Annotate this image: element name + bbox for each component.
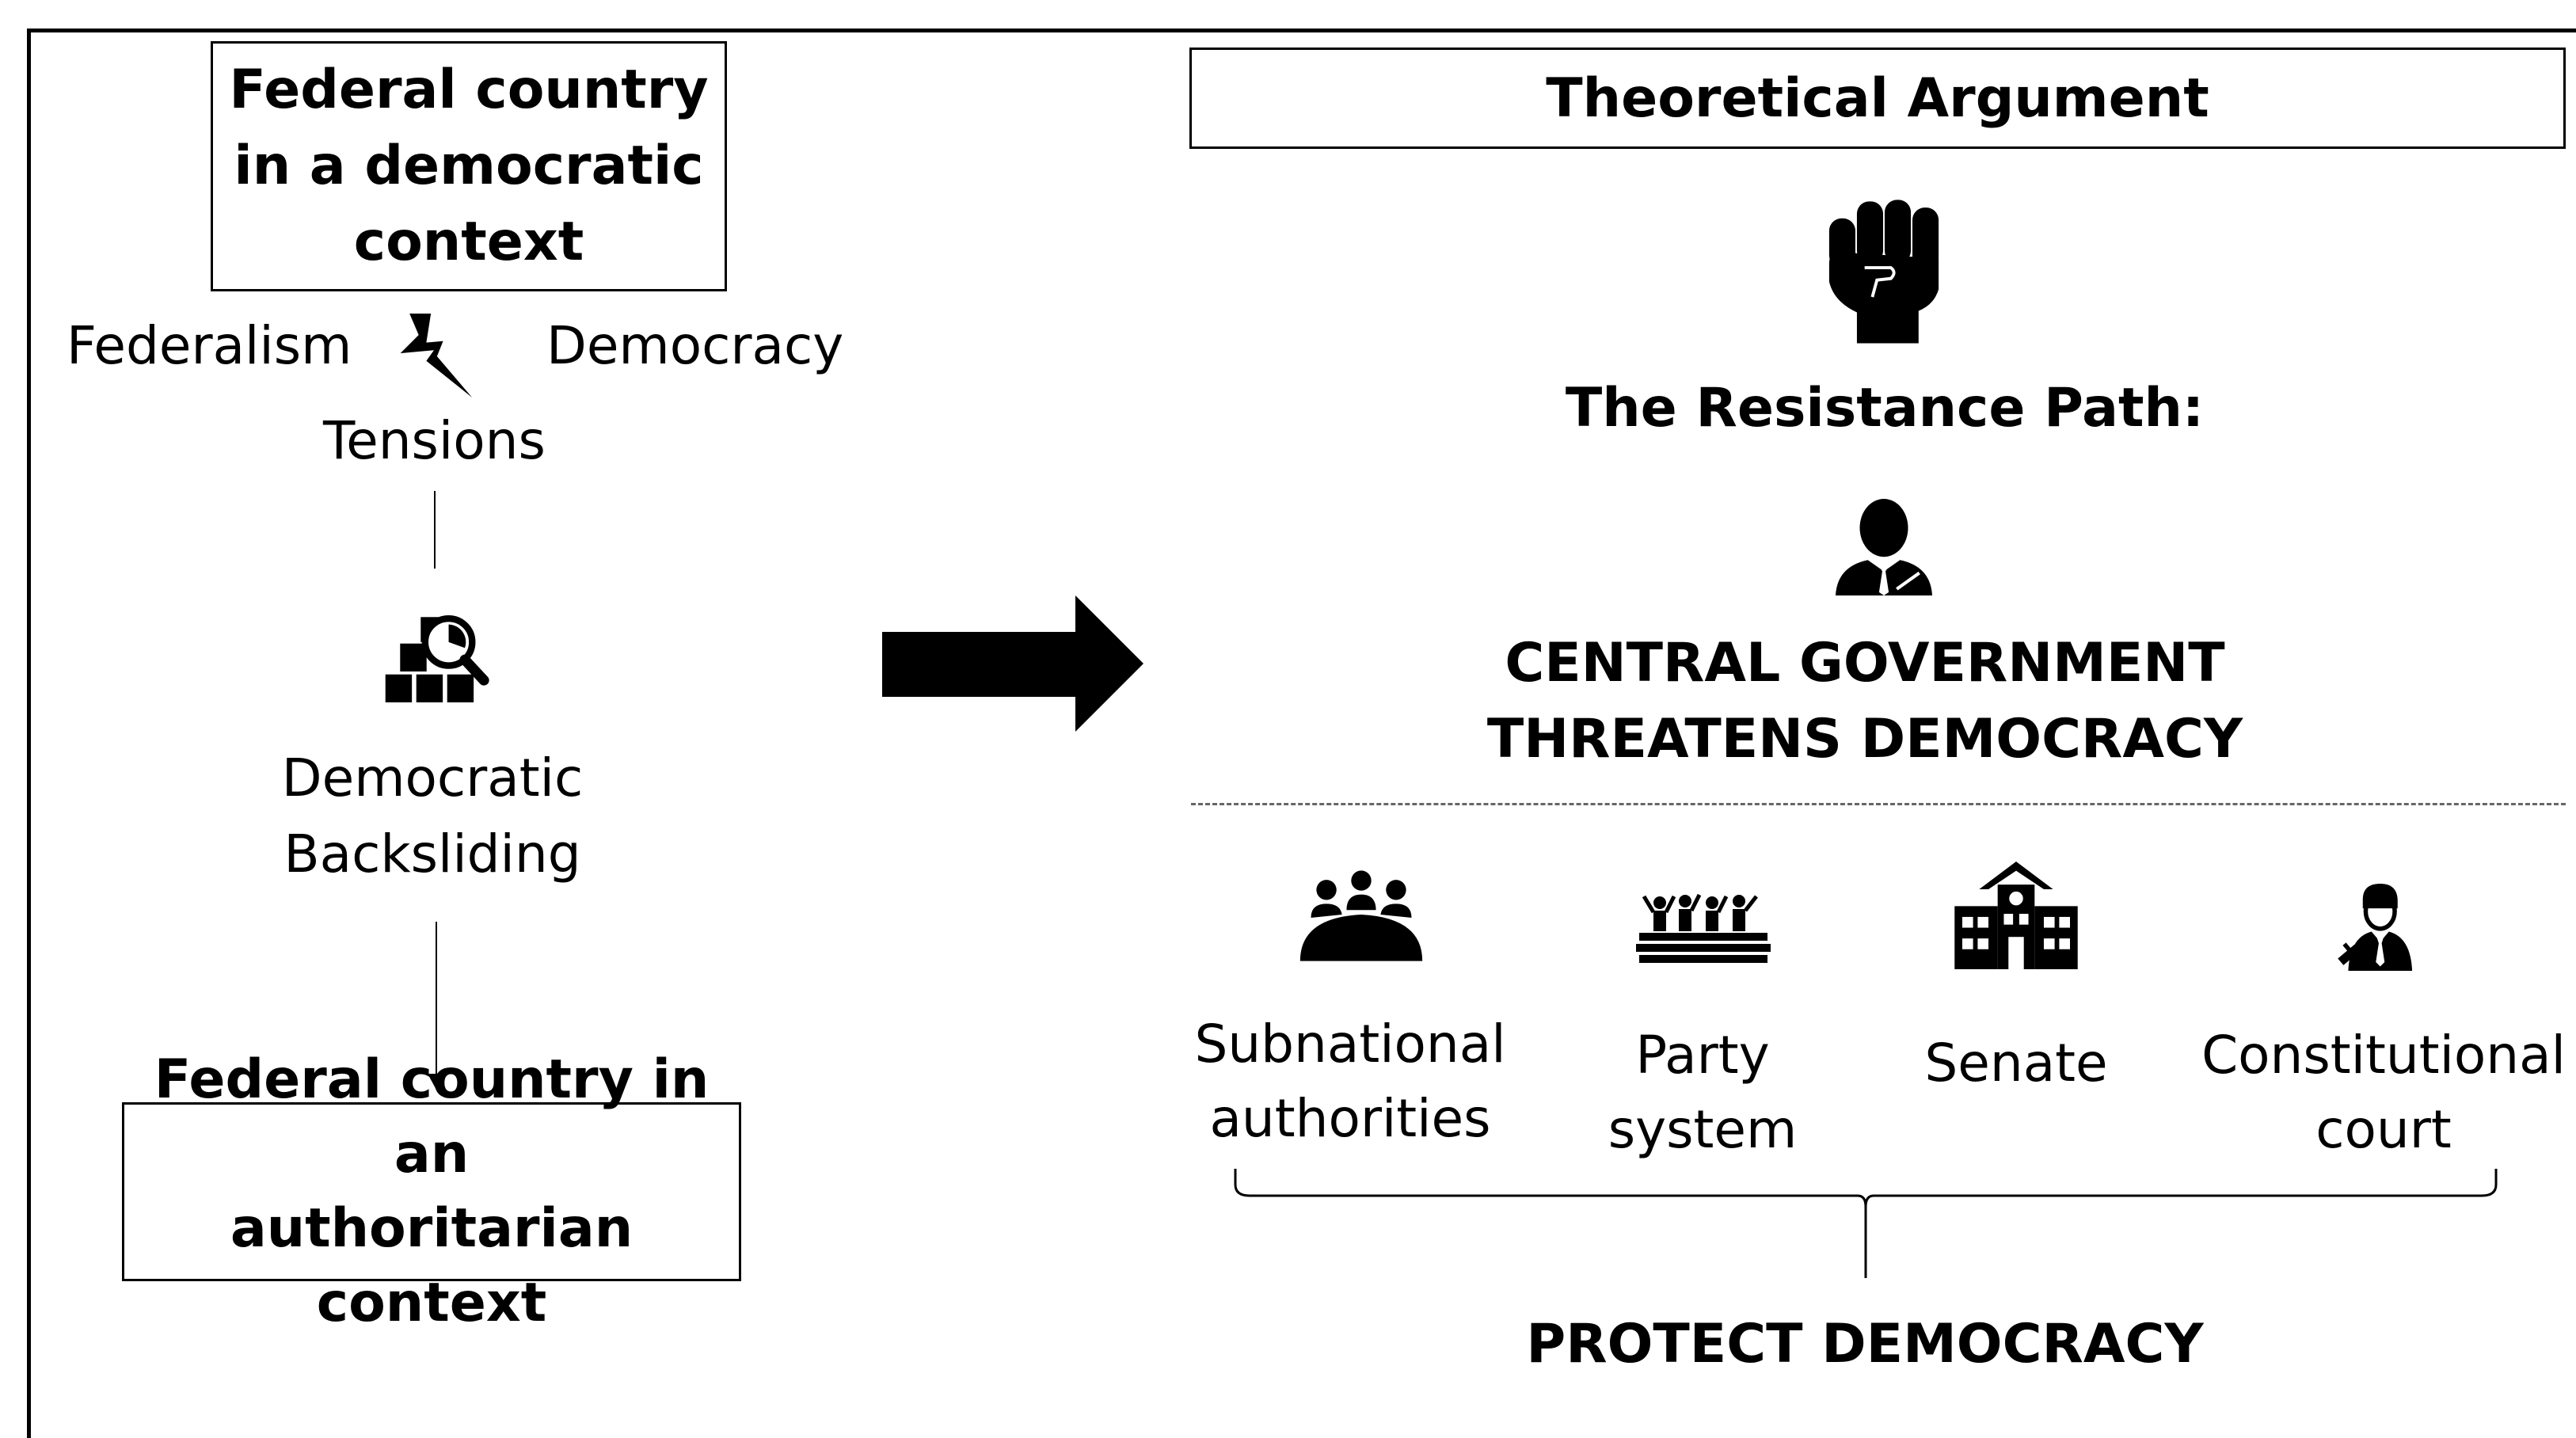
backsliding-label: Democratic Backsliding bbox=[269, 740, 595, 892]
judge-icon bbox=[2338, 884, 2413, 971]
actor-label-line: Senate bbox=[1924, 1033, 2108, 1094]
down-arrowhead bbox=[428, 1074, 447, 1091]
fist-icon bbox=[1828, 200, 1939, 344]
threat-line-2: THREATENS DEMOCRACY bbox=[1486, 708, 2243, 770]
actor-label-line: system bbox=[1608, 1099, 1798, 1160]
resistance-path-label: The Resistance Path: bbox=[1565, 377, 2205, 439]
threat-line-1: CENTRAL GOVERNMENT bbox=[1505, 632, 2225, 694]
actor-label-line: Subnational bbox=[1194, 1014, 1506, 1075]
actor-label-line: Party bbox=[1635, 1025, 1770, 1086]
federal-authoritarian-box: Federal country in an authoritarian cont… bbox=[122, 1048, 741, 1334]
box-line-1: Federal country bbox=[229, 59, 709, 121]
protect-democracy-label: PROTECT DEMOCRACY bbox=[1526, 1313, 2204, 1375]
actor-label-party: Party system bbox=[1568, 1018, 1837, 1167]
actor-label-line: court bbox=[2315, 1099, 2452, 1160]
bottom-box-line-1: Federal country in an bbox=[154, 1048, 710, 1185]
theoretical-argument-box: Theoretical Argument bbox=[1189, 48, 2566, 149]
lightning-icon bbox=[400, 314, 473, 398]
diagram-frame bbox=[27, 29, 2576, 1438]
backsliding-icon bbox=[385, 614, 489, 702]
actor-label-senate: Senate bbox=[1897, 1026, 2135, 1101]
box-line-3: context bbox=[353, 211, 584, 273]
actor-label-line: authorities bbox=[1209, 1088, 1491, 1149]
threat-label: CENTRAL GOVERNMENT THREATENS DEMOCRACY bbox=[1425, 626, 2304, 778]
grouping-brace bbox=[1234, 1169, 2498, 1278]
tension-connector-line bbox=[434, 491, 436, 569]
actor-label-court: Constitutional court bbox=[2194, 1018, 2574, 1167]
backsliding-line-1: Democratic bbox=[281, 748, 584, 808]
box-line-2: in a democratic bbox=[234, 135, 704, 197]
party-rally-icon bbox=[1636, 893, 1771, 963]
government-official-icon bbox=[1836, 499, 1932, 595]
dashed-divider bbox=[1191, 803, 2566, 805]
federal-democratic-box: Federal country in a democratic context bbox=[211, 41, 727, 291]
backsliding-line-2: Backsliding bbox=[283, 824, 581, 884]
big-right-arrow bbox=[882, 595, 1143, 732]
tensions-label: Tensions bbox=[323, 410, 546, 471]
bottom-box-line-2: authoritarian context bbox=[230, 1197, 634, 1334]
federalism-label: Federalism bbox=[67, 315, 352, 376]
group-meeting-icon bbox=[1299, 870, 1423, 961]
democracy-label: Democracy bbox=[546, 315, 844, 376]
theoretical-argument-title: Theoretical Argument bbox=[1546, 67, 2209, 130]
senate-building-icon bbox=[1954, 862, 2078, 969]
actor-label-subnational: Subnational authorities bbox=[1188, 1007, 1512, 1156]
down-arrow-line bbox=[436, 922, 437, 1080]
actor-label-line: Constitutional bbox=[2201, 1025, 2566, 1086]
